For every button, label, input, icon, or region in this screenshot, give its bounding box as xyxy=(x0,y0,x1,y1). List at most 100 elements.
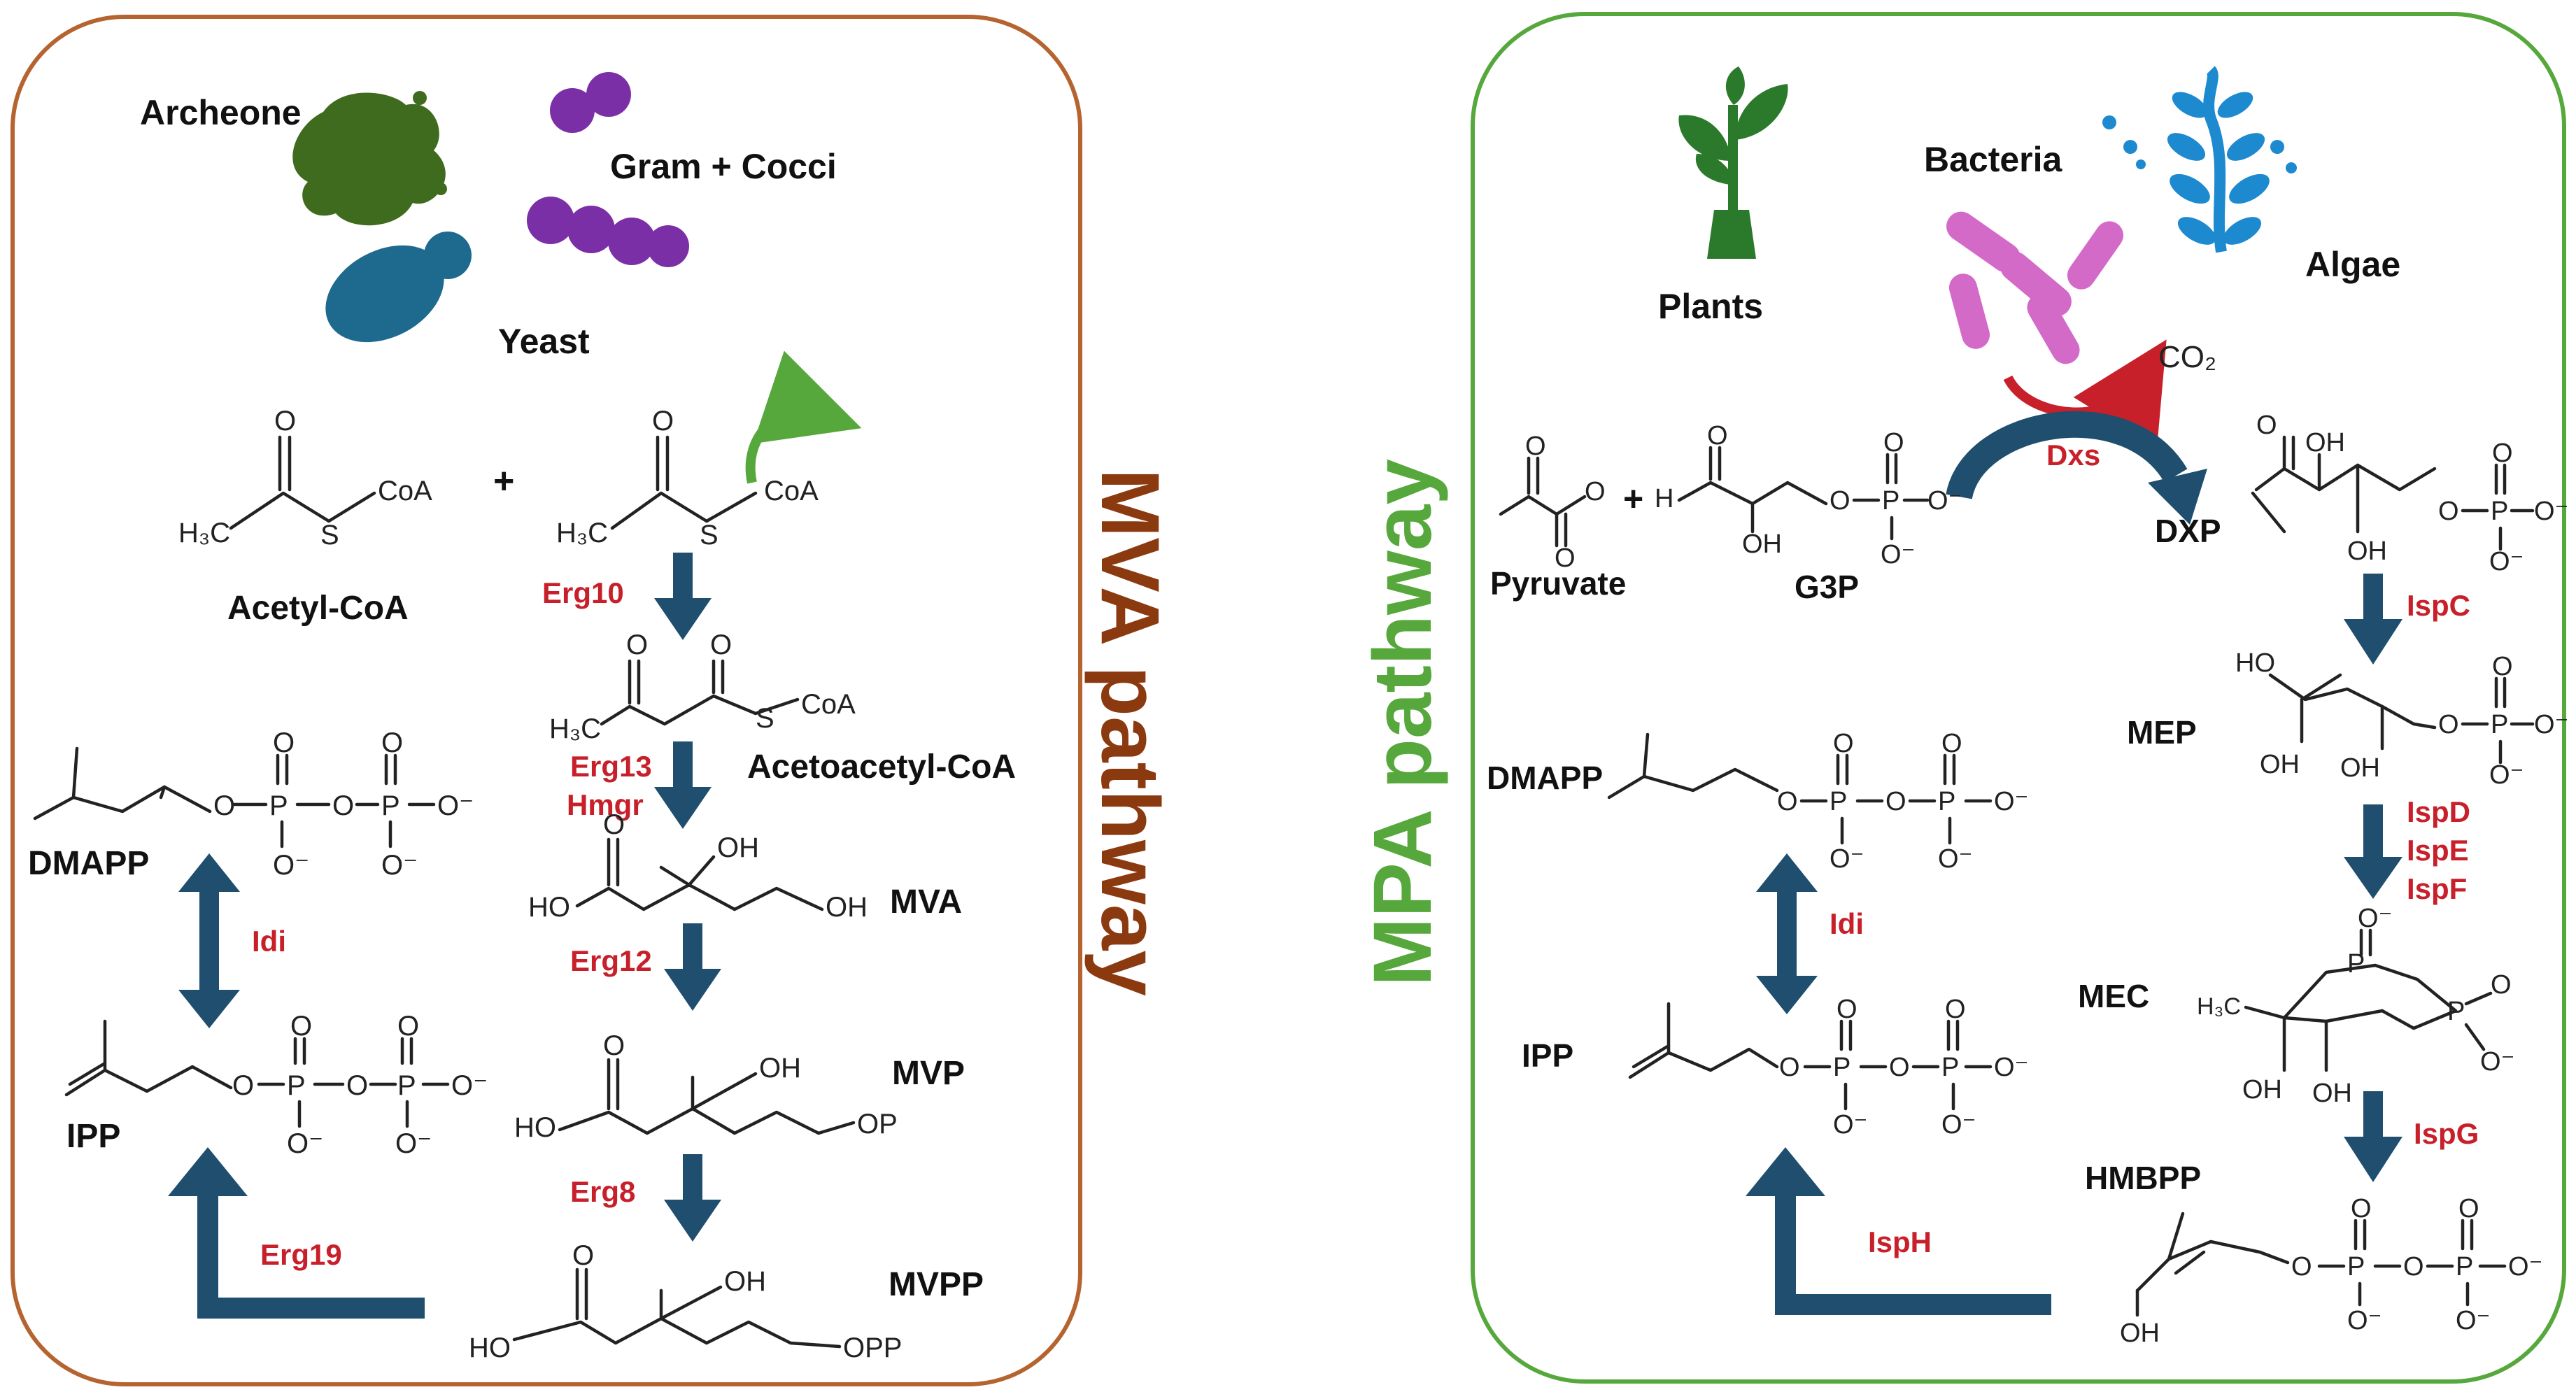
svg-text:O⁻: O⁻ xyxy=(1994,787,2029,816)
svg-text:P: P xyxy=(2491,497,2508,526)
svg-text:HO: HO xyxy=(528,892,570,923)
enzyme-ispe: IspE xyxy=(2407,834,2469,867)
mpa-idi-double-arrow xyxy=(1756,853,1818,1014)
g3p-structure: H O OH O P O⁻ O O⁻ xyxy=(1655,421,1962,569)
svg-text:O: O xyxy=(274,406,296,436)
mvp-label: MVP xyxy=(892,1055,965,1092)
dxp-label: DXP xyxy=(2155,513,2221,549)
svg-text:O⁻: O⁻ xyxy=(2508,1252,2543,1281)
svg-text:O⁻: O⁻ xyxy=(287,1128,323,1159)
enzyme-ispd: IspD xyxy=(2407,795,2470,828)
cocci-chain-icon xyxy=(527,72,689,267)
mpa-panel-border xyxy=(1471,12,2566,1384)
svg-text:OH: OH xyxy=(2347,537,2387,566)
algae-label: Algae xyxy=(2305,245,2400,284)
svg-text:O⁻: O⁻ xyxy=(2534,497,2569,526)
enzyme-erg19: Erg19 xyxy=(260,1238,342,1271)
svg-text:P: P xyxy=(2347,949,2365,979)
svg-text:HO: HO xyxy=(2235,648,2275,678)
svg-text:O: O xyxy=(1883,428,1904,457)
svg-text:H₃C: H₃C xyxy=(2197,993,2241,1020)
plant-sprout-icon xyxy=(1678,66,1788,259)
svg-text:O⁻: O⁻ xyxy=(2456,1306,2491,1335)
mpa-step-arrow-1 xyxy=(2344,574,2402,665)
enzyme-ispf: IspF xyxy=(2407,872,2467,905)
acetoacetyl-coa-structure: O O H₃C S CoA xyxy=(549,630,856,744)
svg-text:O: O xyxy=(1885,787,1906,816)
mva-step-arrow-2 xyxy=(654,741,712,829)
svg-text:O: O xyxy=(2438,710,2459,739)
svg-text:O⁻: O⁻ xyxy=(451,1070,488,1101)
svg-text:H₃C: H₃C xyxy=(549,713,601,744)
enzyme-erg10: Erg10 xyxy=(542,576,624,609)
ipp-label-mpa: IPP xyxy=(1522,1037,1573,1074)
mvp-structure: O HO OH OP xyxy=(514,1030,898,1143)
ipp-label-mva: IPP xyxy=(66,1118,120,1155)
mvpp-label: MVPP xyxy=(889,1266,984,1303)
svg-text:O: O xyxy=(652,406,674,436)
ipp-structure-mpa: O P O P O⁻ O O O⁻ O⁻ xyxy=(1628,995,2029,1139)
dxs-curved-arrow xyxy=(1946,411,2188,500)
svg-text:P: P xyxy=(2347,1252,2365,1281)
mpa-panel: Plants Bacteria Algae xyxy=(1471,12,2569,1384)
svg-text:O: O xyxy=(213,790,235,821)
svg-text:O: O xyxy=(2256,411,2277,440)
co2-release-arrow xyxy=(2003,339,2167,449)
dmapp-structure-mpa: O P O P O⁻ O O O⁻ O⁻ xyxy=(1607,729,2029,874)
mva-structure: O HO OH OH xyxy=(528,809,868,923)
green-curved-arrow xyxy=(745,350,862,484)
svg-text:O⁻: O⁻ xyxy=(1994,1053,2029,1082)
svg-text:O: O xyxy=(2403,1252,2424,1281)
svg-text:O⁻: O⁻ xyxy=(1941,1110,1976,1139)
mva-label: MVA xyxy=(890,883,962,921)
svg-text:O⁻: O⁻ xyxy=(2347,1306,2382,1335)
svg-text:CoA: CoA xyxy=(764,476,819,506)
svg-text:O: O xyxy=(1555,544,1576,573)
svg-text:OPP: OPP xyxy=(843,1333,902,1363)
svg-text:O: O xyxy=(397,1011,419,1042)
svg-text:O⁻: O⁻ xyxy=(1881,540,1916,569)
svg-text:O: O xyxy=(1945,995,1966,1024)
svg-text:O⁻: O⁻ xyxy=(273,850,309,881)
mva-panel: Archeone Gram + Cocci Yeast O H₃C S CoA … xyxy=(10,15,1082,1386)
mpa-pathway-title: MPA pathway xyxy=(1357,459,1449,986)
enzyme-ispg: IspG xyxy=(2414,1117,2479,1150)
svg-text:O: O xyxy=(2492,652,2513,681)
svg-text:P: P xyxy=(381,790,400,821)
plants-label: Plants xyxy=(1658,287,1763,326)
mva-erg19-l-arrow xyxy=(168,1147,425,1319)
seaweed-algae-icon xyxy=(2102,66,2297,253)
svg-text:O: O xyxy=(332,790,354,821)
yeast-label: Yeast xyxy=(498,322,590,361)
plus-sign-mva: + xyxy=(493,461,514,502)
acetyl-coa-structure-1: O H₃C S CoA xyxy=(178,406,432,551)
mva-step-arrow-4 xyxy=(664,1154,721,1242)
mva-idi-double-arrow xyxy=(178,853,240,1028)
svg-text:O: O xyxy=(626,630,648,660)
dxs-arrowhead xyxy=(2148,469,2207,525)
svg-text:P: P xyxy=(2447,997,2465,1026)
svg-text:H₃C: H₃C xyxy=(556,518,608,548)
svg-text:OH: OH xyxy=(826,892,868,923)
svg-text:O: O xyxy=(2351,1194,2372,1223)
svg-text:O⁻: O⁻ xyxy=(395,1128,432,1159)
svg-text:O: O xyxy=(1889,1053,1910,1082)
svg-text:P: P xyxy=(287,1070,306,1101)
svg-text:O: O xyxy=(2491,970,2512,1000)
svg-text:O: O xyxy=(603,809,625,840)
svg-text:OH: OH xyxy=(2242,1075,2282,1105)
svg-text:O⁻: O⁻ xyxy=(1830,844,1864,874)
enzyme-idi-mva: Idi xyxy=(252,925,286,958)
svg-text:P: P xyxy=(269,790,288,821)
archeone-label: Archeone xyxy=(140,93,302,132)
acetoacetyl-coa-label: Acetoacetyl-CoA xyxy=(747,748,1016,786)
archeone-cell-icon xyxy=(292,91,447,226)
svg-text:HO: HO xyxy=(514,1112,556,1143)
mpa-step-arrow-2 xyxy=(2344,804,2402,899)
svg-text:O: O xyxy=(1777,787,1798,816)
mva-step-arrow-3 xyxy=(664,923,721,1011)
svg-text:P: P xyxy=(1833,1053,1850,1082)
svg-text:O⁻: O⁻ xyxy=(2480,1047,2515,1077)
svg-text:H: H xyxy=(1655,484,1673,513)
svg-text:O: O xyxy=(290,1011,312,1042)
